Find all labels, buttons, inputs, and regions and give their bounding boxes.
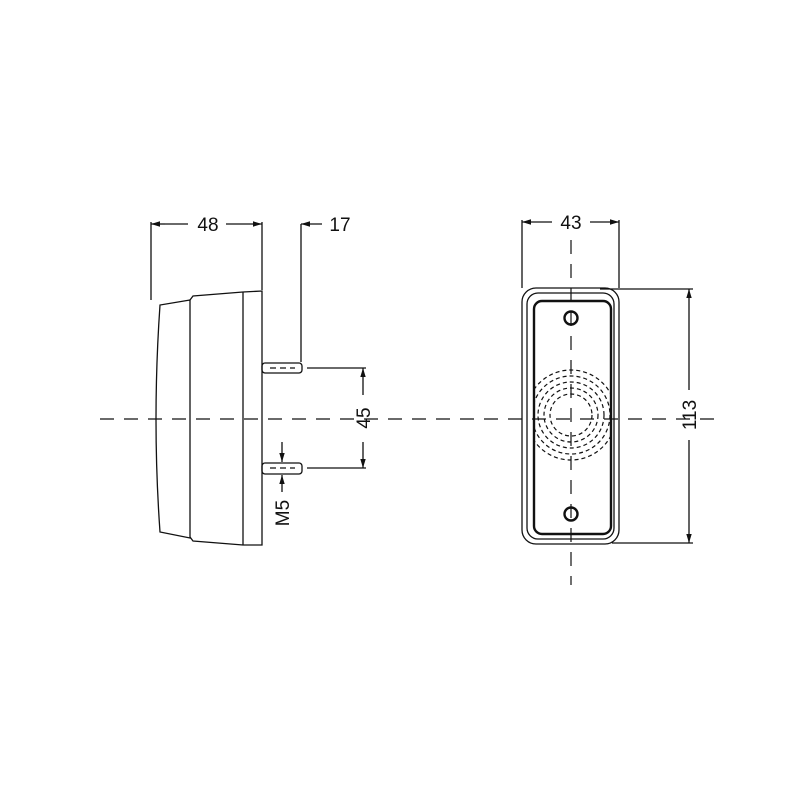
lower-stud [261, 462, 303, 475]
lens-rings [534, 369, 611, 461]
lens-profile [155, 299, 191, 539]
housing-profile [189, 290, 263, 546]
dimension-43: 43 [560, 213, 581, 234]
dimension-48: 48 [197, 215, 218, 236]
dimension-45: 45 [354, 407, 375, 428]
upper-mount-hole [563, 310, 579, 326]
lens-window [532, 299, 613, 536]
outer-housing [521, 287, 620, 545]
dimension-113: 113 [680, 400, 701, 430]
front-view: 43 113 [521, 213, 701, 585]
dimension-m5: M5 [273, 500, 294, 526]
lower-mount-hole [563, 506, 579, 522]
dimension-17: 17 [329, 215, 350, 236]
upper-stud [261, 362, 303, 374]
side-view: 48 17 45 M5 [150, 215, 375, 546]
